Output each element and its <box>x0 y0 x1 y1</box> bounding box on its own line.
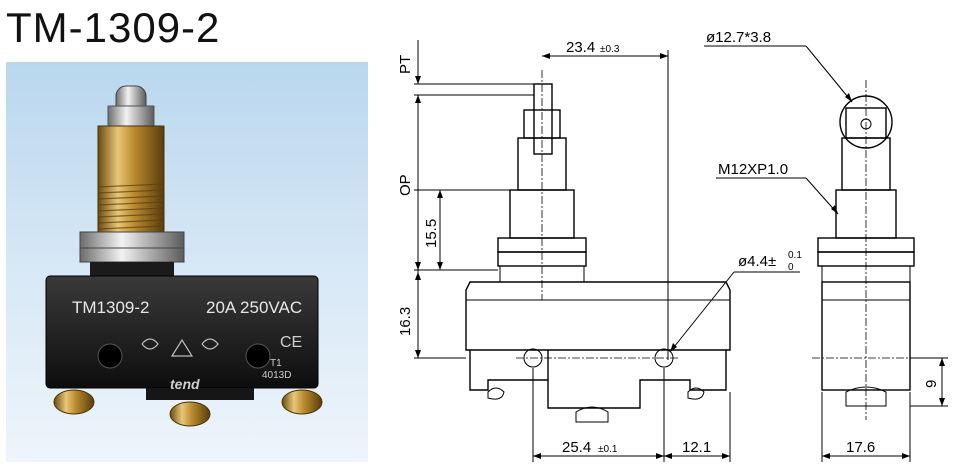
photo-code-line2: 4013D <box>262 370 292 381</box>
op-label: OP <box>397 174 414 196</box>
dim-hole-tol-low: 0 <box>788 262 794 273</box>
photo-ce-mark: CE <box>280 334 303 351</box>
technical-drawing: PT OP 15.5 16.3 23.4 ±0.3 ø12.7*3.8 M12X… <box>397 29 948 462</box>
dim-right-offset: 12.1 <box>682 439 711 456</box>
dim-side-height: 9 <box>923 380 940 388</box>
page-title: TM-1309-2 <box>6 4 221 51</box>
dim-body-height: 16.3 <box>397 307 414 336</box>
dim-hole-spacing: 25.4 <box>562 439 591 456</box>
dim-hole-main: ø4.4± <box>738 253 776 270</box>
photo-code-line1: T1 <box>270 358 282 369</box>
photo-rating-text: 20A 250VAC <box>206 298 303 317</box>
photo-brand-text: tend <box>170 376 200 392</box>
front-view <box>414 40 800 462</box>
photo-model-text: TM1309-2 <box>72 298 150 317</box>
dim-hole-spacing-tol: ±0.1 <box>598 444 618 455</box>
dim-top-tol: ±0.3 <box>600 44 620 55</box>
dim-thread: M12XP1.0 <box>718 161 788 178</box>
switch-photo-illustration <box>45 85 323 427</box>
dim-roller: ø12.7*3.8 <box>706 29 771 46</box>
front-body-outline <box>465 281 731 351</box>
dim-hole-tol-up: 0.1 <box>788 250 802 261</box>
dim-plunger: 15.5 <box>423 219 440 248</box>
dim-side-width: 17.6 <box>846 439 875 456</box>
product-photo: TM1309-2 20A 250VAC CE tend T1 4013D <box>6 62 368 462</box>
pt-label: PT <box>397 55 414 74</box>
dim-top-width: 23.4 <box>566 39 595 56</box>
side-view <box>704 45 948 462</box>
